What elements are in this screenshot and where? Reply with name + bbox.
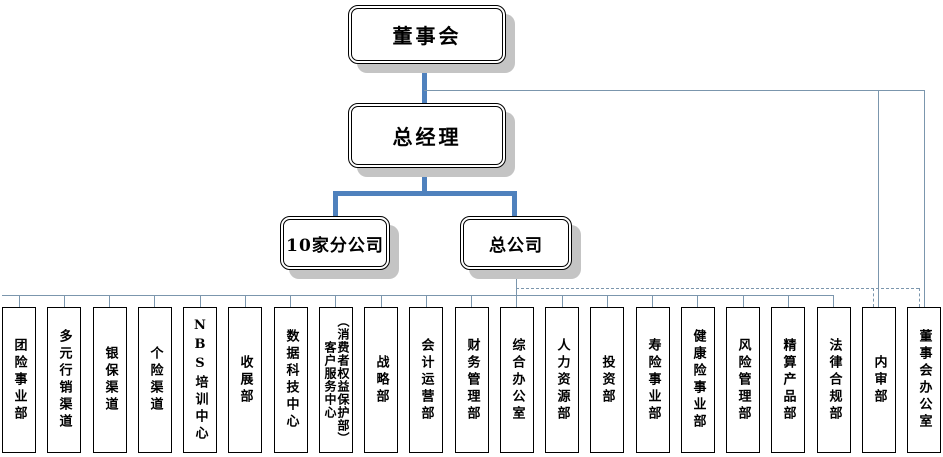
dept-node: 法律合规部 (817, 307, 851, 453)
dept-label: （消费者权益保护部） (336, 315, 350, 445)
connector-bus-to-dept-2 (109, 295, 110, 307)
connector-bus-to-dept-6 (290, 295, 291, 307)
node-branches-label: 10家分公司 (286, 235, 384, 256)
connector-bus-to-dept-8 (381, 295, 382, 307)
dept-node: 董事会办公室 (907, 307, 941, 453)
node-headquarters: 总公司 (460, 216, 572, 270)
connector-bus-to-dept-4 (200, 295, 201, 307)
connector-bus-to-dept-12 (562, 295, 563, 307)
node-board-label: 董事会 (392, 24, 462, 48)
connector-gm-split (333, 191, 517, 196)
dept-node: 银保渠道 (93, 307, 127, 453)
dept-label: 个险渠道 (147, 346, 163, 414)
dept-node: 数据科技中心 (274, 307, 308, 453)
dept-label: 客户服务中心 (323, 341, 337, 419)
dept-label: 会计运营部 (418, 337, 434, 423)
dept-node: 精算产品部 (771, 307, 805, 453)
dept-label: 人力资源部 (554, 337, 570, 423)
dept-node: 综合办公室 (500, 307, 534, 453)
connector-bus-to-dept-5 (245, 295, 246, 307)
connector-to-branches (333, 195, 338, 216)
connector-bus-to-dept-17 (788, 295, 789, 307)
dept-node: 投资部 (590, 307, 624, 453)
dept-label: 法律合规部 (826, 337, 842, 423)
connector-bus-to-dept-1 (64, 295, 65, 307)
dept-label: NBS培训中心 (192, 317, 208, 443)
dept-node: 财务管理部 (455, 307, 489, 453)
connector-hq-dashed-bus (516, 288, 919, 289)
dept-node: 会计运营部 (409, 307, 443, 453)
dept-node: 寿险事业部 (636, 307, 670, 453)
dept-node: 客户服务中心（消费者权益保护部） (319, 307, 353, 453)
dept-label: 收展部 (237, 354, 253, 406)
connector-bus-to-dept-9 (426, 295, 427, 307)
connector-bus-to-dept-3 (154, 295, 155, 307)
connector-board-branch-right (424, 90, 924, 91)
dept-label: 银保渠道 (102, 346, 118, 414)
dept-node: NBS培训中心 (183, 307, 217, 453)
dept-label: 精算产品部 (780, 337, 796, 423)
dept-label: 团险事业部 (11, 337, 27, 423)
connector-gm-down (422, 168, 427, 192)
connector-bus-to-dept-7 (335, 295, 336, 307)
dept-node: 战略部 (364, 307, 398, 453)
connector-hq-dashed-to-dept-19 (873, 288, 874, 307)
connector-hq-down (516, 270, 517, 296)
connector-bus-to-dept-16 (743, 295, 744, 307)
connector-to-hq (512, 195, 517, 216)
connector-department-bus (2, 295, 834, 296)
dept-node: 团险事业部 (2, 307, 36, 453)
dept-label: 战略部 (373, 354, 389, 406)
dept-label: 综合办公室 (509, 337, 525, 423)
dept-label: 董事会办公室 (916, 329, 932, 431)
node-general-manager-label: 总经理 (392, 125, 462, 149)
connector-board-to-dept-20 (924, 90, 925, 307)
dept-label: 数据科技中心 (283, 329, 299, 431)
connector-bus-to-dept-13 (607, 295, 608, 307)
dept-label: 多元行销渠道 (56, 329, 72, 431)
connector-bus-to-dept-11 (516, 295, 517, 307)
dept-node: 多元行销渠道 (47, 307, 81, 453)
node-headquarters-label: 总公司 (489, 235, 543, 256)
dept-label: 内审部 (871, 354, 887, 406)
connector-bus-to-dept-18 (833, 295, 834, 307)
node-board: 董事会 (348, 5, 506, 64)
connector-bus-to-dept-0 (19, 295, 20, 307)
connector-board-to-dept-19 (878, 90, 879, 307)
connector-bus-to-dept-15 (697, 295, 698, 307)
dept-label: 寿险事业部 (645, 337, 661, 423)
dept-node: 人力资源部 (545, 307, 579, 453)
dept-node: 内审部 (862, 307, 896, 453)
dept-label: 风险管理部 (735, 337, 751, 423)
dept-label: 健康险事业部 (690, 329, 706, 431)
connector-bus-to-dept-14 (652, 295, 653, 307)
connector-hq-dashed-to-dept-20 (919, 288, 920, 307)
dept-label: 财务管理部 (464, 337, 480, 423)
dept-node: 收展部 (228, 307, 262, 453)
node-general-manager: 总经理 (348, 103, 506, 168)
node-branches: 10家分公司 (280, 216, 390, 270)
dept-node: 风险管理部 (726, 307, 760, 453)
dept-label: 投资部 (599, 354, 615, 406)
dept-node: 个险渠道 (138, 307, 172, 453)
connector-board-to-gm (422, 64, 427, 103)
dept-node: 健康险事业部 (681, 307, 715, 453)
connector-bus-to-dept-10 (471, 295, 472, 307)
